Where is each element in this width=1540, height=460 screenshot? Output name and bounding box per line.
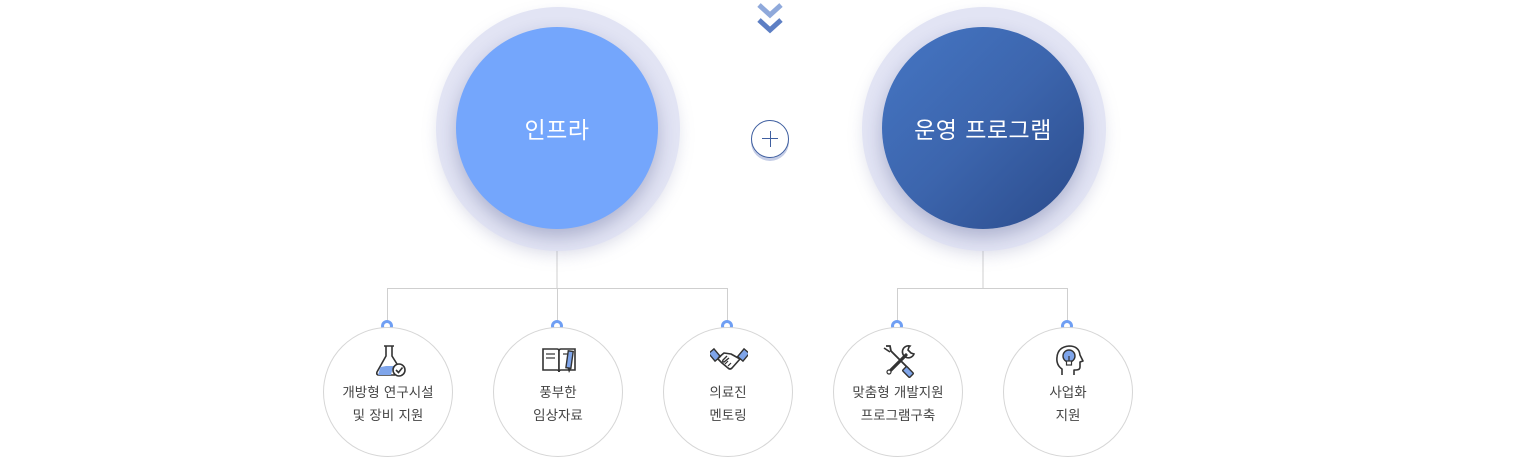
infra-circle: 인프라 [436,7,680,251]
item-label-line2: 프로그램구축 [860,408,936,424]
item-label-line1: 의료진 [709,385,747,401]
flask-check-icon [375,345,406,377]
item-label-line2: 지원 [1055,408,1081,424]
item-label-line1: 맞춤형 개발지원 [852,385,944,401]
plus-icon [751,120,789,158]
item-label-line1: 풍부한 [539,385,577,401]
item-label-line2: 멘토링 [709,408,747,424]
program-label: 운영 프로그램 [914,118,1052,144]
infra-label: 인프라 [524,118,590,144]
program-circle: 운영 프로그램 [862,7,1106,251]
infra-core: 인프라 [456,27,658,229]
double-chevron-down-icon [757,3,783,34]
item-label-line2: 및 장비 지원 [352,408,424,424]
item-clinical-data: 풍부한 임상자료 [493,327,623,457]
item-custom-development: 맞춤형 개발지원 프로그램구축 [833,327,963,457]
item-label-line1: 사업화 [1049,385,1087,401]
item-research-facility: 개방형 연구시설 및 장비 지원 [323,327,453,457]
handshake-icon [710,347,748,370]
item-mentoring: 의료진 멘토링 [663,327,793,457]
item-label-line2: 임상자료 [533,408,583,424]
book-pen-icon [542,348,576,373]
item-label-line1: 개방형 연구시설 [342,385,434,401]
program-core: 운영 프로그램 [882,27,1084,229]
tools-icon [883,345,916,378]
item-commercialization: 사업화 지원 [1003,327,1133,457]
lightbulb-head-icon [1056,345,1084,375]
